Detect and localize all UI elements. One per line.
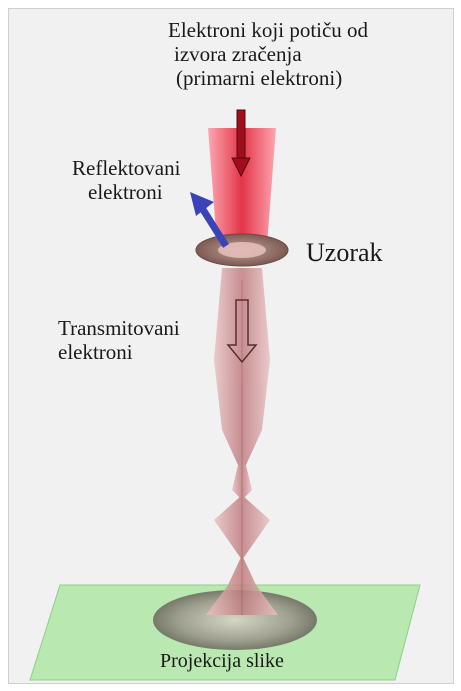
reflected-label-line1: Reflektovani (72, 156, 180, 180)
transmitted-electrons-label: Transmitovani elektroni (58, 316, 180, 364)
primary-label-line1: Elektroni koji potiču od (168, 18, 368, 42)
sample-label: Uzorak (306, 238, 383, 268)
reflected-label-line2: elektroni (72, 180, 180, 204)
transmitted-label-line1: Transmitovani (58, 316, 180, 340)
primary-label-line2: izvora zračenja (168, 42, 368, 66)
reflected-electrons-label: Reflektovani elektroni (72, 156, 180, 204)
projection-label: Projekcija slike (160, 650, 284, 673)
primary-label-line3: (primarni elektroni) (168, 66, 368, 90)
transmitted-label-line2: elektroni (58, 340, 180, 364)
primary-electrons-label: Elektroni koji potiču od izvora zračenja… (168, 18, 368, 90)
